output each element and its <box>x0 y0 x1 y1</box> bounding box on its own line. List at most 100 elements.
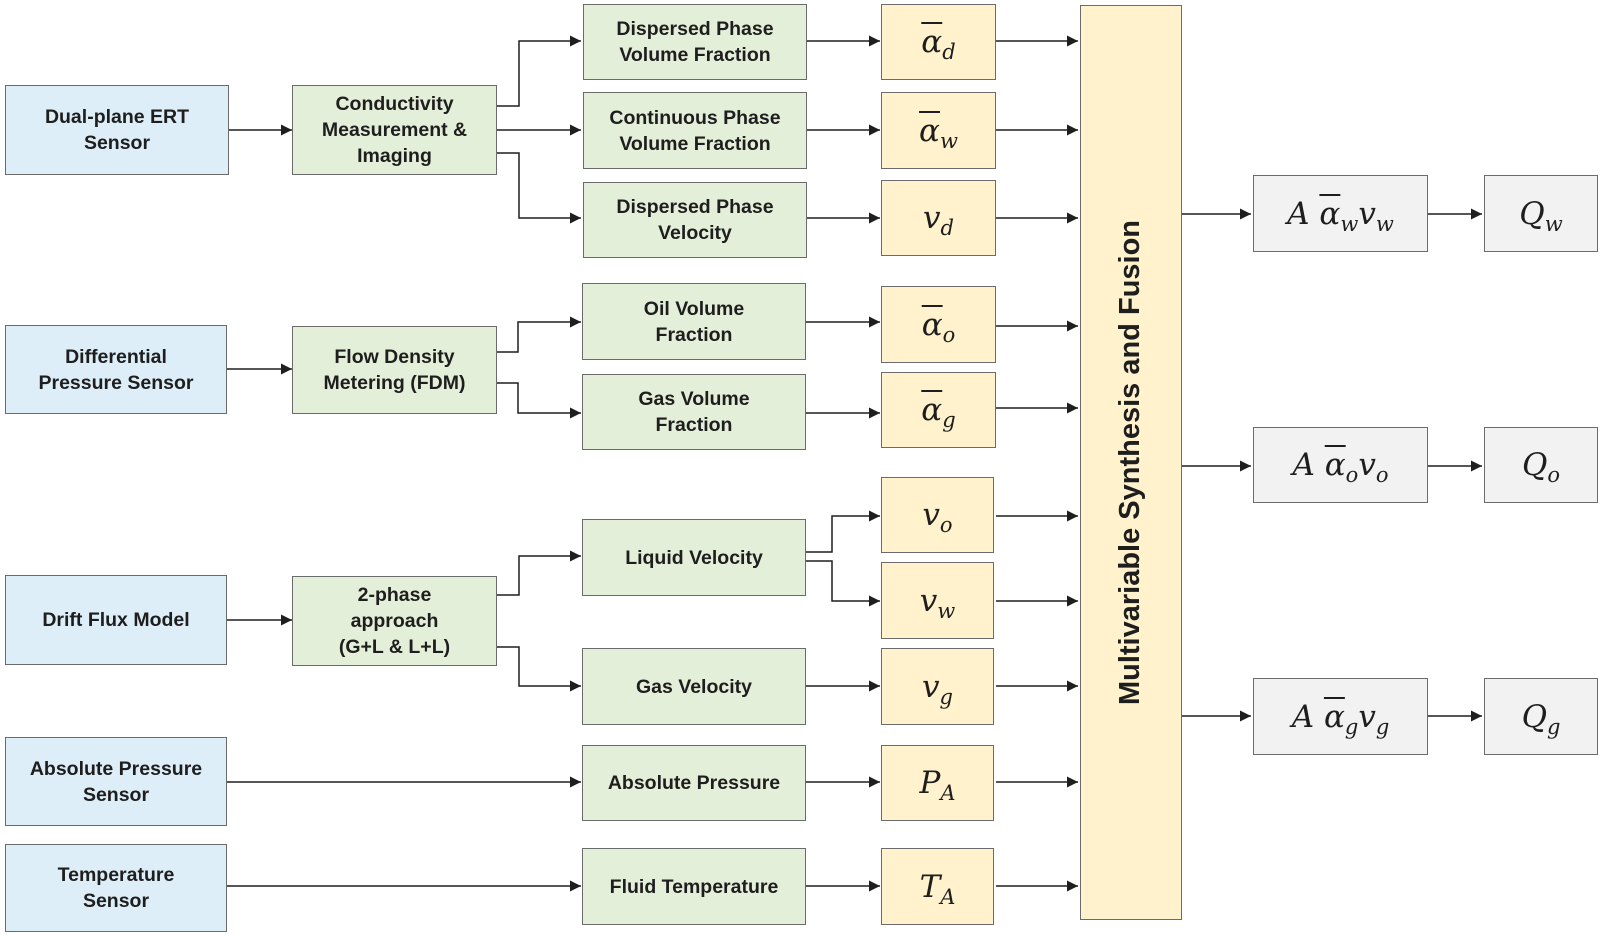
product-oil: A αovo <box>1253 427 1428 503</box>
variable-symbol: α <box>919 112 940 149</box>
variable-v-w: vw <box>881 562 994 639</box>
measurement-dispersed-phase-volume-fraction: Dispersed Phase Volume Fraction <box>583 4 807 80</box>
product-symbol: α <box>1323 698 1345 735</box>
measurement-label: Continuous Phase Volume Fraction <box>609 106 781 155</box>
fusion-label: Multivariable Synthesis and Fusion <box>1114 219 1147 706</box>
measurement-label: Dispersed Phase Velocity <box>616 196 774 244</box>
product-velocity-subscript: o <box>1375 463 1389 487</box>
product-velocity-subscript: g <box>1375 714 1390 739</box>
arrow-proc0-meas0 <box>497 35 581 107</box>
product-subscript: o <box>1345 463 1359 487</box>
process-label: Conductivity Measurement & Imaging <box>321 93 468 167</box>
variable-symbol: P <box>919 765 941 801</box>
arrow-proc2-meas6 <box>497 646 581 692</box>
measurement-label: Fluid Temperature <box>609 875 779 898</box>
measurement-continuous-phase-volume-fraction: Continuous Phase Volume Fraction <box>583 92 807 169</box>
measurement-label: Dispersed Phase Volume Fraction <box>616 18 774 66</box>
sensor-temperature: Temperature Sensor <box>5 844 227 932</box>
variable-subscript: o <box>942 322 956 347</box>
variable-symbol: α <box>921 392 943 428</box>
sensor-label: Differential Pressure Sensor <box>38 345 194 394</box>
variable-alpha-o: αo <box>881 286 996 363</box>
variable-symbol: v <box>919 582 938 619</box>
output-subscript: g <box>1546 714 1561 739</box>
variable-symbol: T <box>919 868 941 905</box>
product-gas: A αgvg <box>1253 678 1428 755</box>
variable-subscript: A <box>940 781 956 805</box>
variable-subscript: d <box>940 216 954 240</box>
arrow-meas5-var5 <box>806 510 880 553</box>
process-label: 2-phase approach (G+L & L+L) <box>338 584 451 658</box>
measurement-label: Liquid Velocity <box>625 546 763 569</box>
measurement-absolute-pressure: Absolute Pressure <box>582 745 806 821</box>
variable-v-g: vg <box>881 648 994 725</box>
arrow-proc1-meas3 <box>497 316 581 353</box>
product-symbol: α <box>1324 447 1346 483</box>
variable-symbol: v <box>922 668 940 705</box>
output-q-g: Qg <box>1484 678 1598 755</box>
process-flow-density-metering: Flow Density Metering (FDM) <box>292 326 497 414</box>
arrow-meas5-var6 <box>806 560 880 607</box>
variable-alpha-g: αg <box>881 372 996 448</box>
measurement-label: Oil Volume Fraction <box>643 297 745 346</box>
arrow-proc2-meas5 <box>497 550 581 596</box>
arrow-proc0-meas2 <box>497 152 581 224</box>
variable-subscript: g <box>939 684 953 709</box>
measurement-oil-volume-fraction: Oil Volume Fraction <box>582 283 806 360</box>
product-water: A αwvw <box>1253 175 1428 252</box>
sensor-absolute-pressure: Absolute Pressure Sensor <box>5 737 227 826</box>
variable-p-a: PA <box>881 745 994 821</box>
variable-symbol: α <box>921 24 943 60</box>
output-symbol: Q <box>1519 195 1545 232</box>
variable-alpha-d: αd <box>881 4 996 80</box>
measurement-label: Gas Volume Fraction <box>638 388 750 436</box>
product-subscript: g <box>1344 714 1359 739</box>
measurement-liquid-velocity: Liquid Velocity <box>582 519 806 596</box>
product-subscript: w <box>1340 211 1359 236</box>
output-subscript: w <box>1544 211 1563 236</box>
sensor-label: Temperature Sensor <box>57 864 175 912</box>
variable-t-a: TA <box>881 848 994 925</box>
process-label: Flow Density Metering (FDM) <box>323 346 466 394</box>
output-q-o: Qo <box>1484 427 1598 503</box>
measurement-label: Absolute Pressure <box>607 772 781 794</box>
variable-subscript: o <box>939 513 953 537</box>
variable-alpha-w: αw <box>881 92 996 169</box>
measurement-label: Gas Velocity <box>636 675 752 698</box>
output-symbol: Q <box>1521 447 1548 483</box>
sensor-drift-flux-model: Drift Flux Model <box>5 575 227 665</box>
sensor-label: Drift Flux Model <box>42 609 190 631</box>
variable-subscript: w <box>937 598 956 623</box>
sensor-label: Dual-plane ERT Sensor <box>44 106 190 154</box>
product-prefix: A <box>1287 195 1320 232</box>
output-subscript: o <box>1547 463 1561 487</box>
process-conductivity-imaging: Conductivity Measurement & Imaging <box>292 85 497 175</box>
output-symbol: Q <box>1521 698 1547 735</box>
product-prefix: A <box>1291 698 1324 735</box>
variable-symbol: v <box>922 497 940 533</box>
variable-symbol: v <box>923 200 941 236</box>
variable-subscript: d <box>942 40 956 64</box>
variable-subscript: w <box>939 128 958 153</box>
arrow-proc1-meas4 <box>497 382 581 419</box>
variable-symbol: α <box>921 306 943 343</box>
variable-v-d: vd <box>881 180 996 256</box>
variable-subscript: g <box>942 408 956 432</box>
variable-subscript: A <box>940 884 956 909</box>
product-velocity-subscript: w <box>1375 211 1394 236</box>
sensor-differential-pressure: Differential Pressure Sensor <box>5 325 227 414</box>
measurement-gas-volume-fraction: Gas Volume Fraction <box>582 374 806 450</box>
variable-v-o: vo <box>881 477 994 553</box>
sensor-dual-plane-ert: Dual-plane ERT Sensor <box>5 85 229 175</box>
output-q-w: Qw <box>1484 175 1598 252</box>
sensor-label: Absolute Pressure Sensor <box>29 757 203 806</box>
measurement-fluid-temperature: Fluid Temperature <box>582 848 806 925</box>
measurement-dispersed-phase-velocity: Dispersed Phase Velocity <box>583 182 807 258</box>
measurement-gas-velocity: Gas Velocity <box>582 648 806 725</box>
product-velocity-symbol: v <box>1358 195 1376 232</box>
fusion-block: Multivariable Synthesis and Fusion <box>1080 5 1182 920</box>
process-two-phase-approach: 2-phase approach (G+L & L+L) <box>292 576 497 666</box>
product-velocity-symbol: v <box>1358 698 1376 735</box>
